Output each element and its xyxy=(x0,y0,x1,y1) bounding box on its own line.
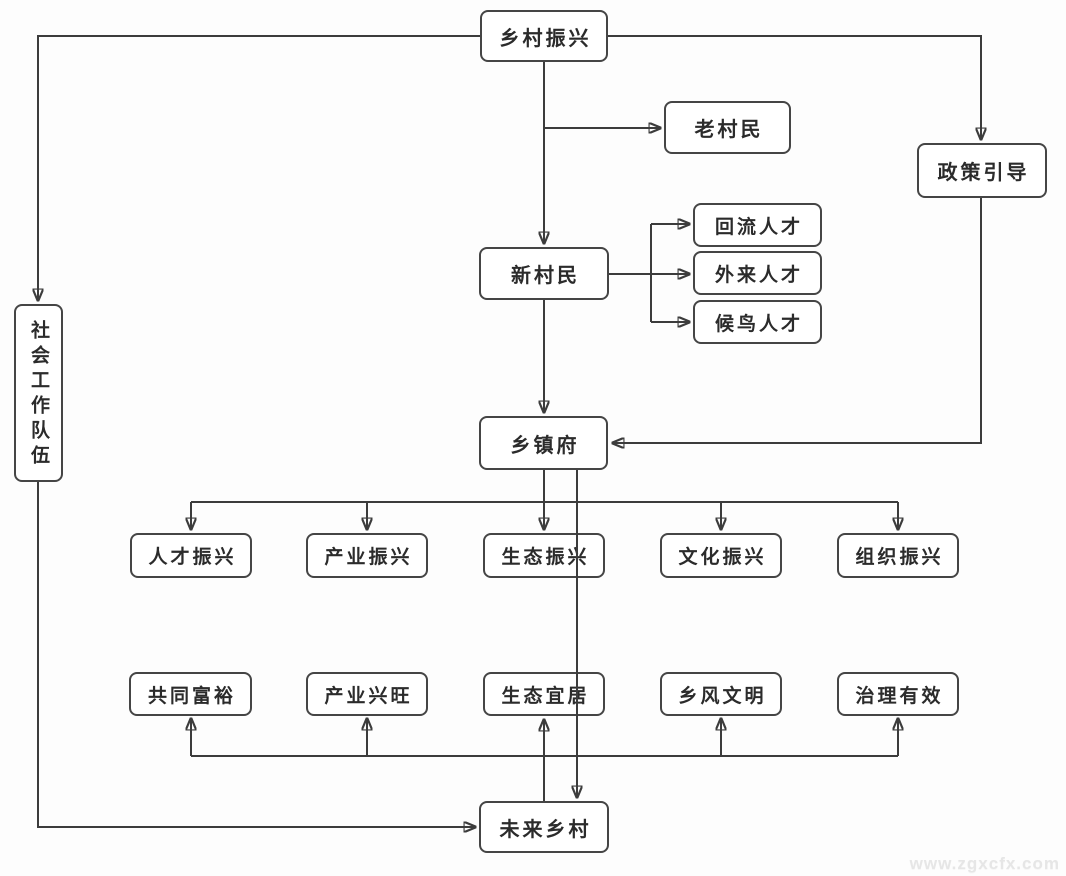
node-policy-guidance: 政策引导 xyxy=(917,143,1047,198)
node-old-villagers: 老村民 xyxy=(664,101,791,154)
node-external-talent: 外来人才 xyxy=(693,251,822,295)
node-industry-revitalization: 产业振兴 xyxy=(306,533,428,578)
node-returning-talent: 回流人才 xyxy=(693,203,822,247)
node-talent-revitalization: 人才振兴 xyxy=(130,533,252,578)
node-ecological-livability: 生态宜居 xyxy=(483,672,605,716)
node-new-villagers: 新村民 xyxy=(479,247,609,300)
node-migratory-talent: 候鸟人才 xyxy=(693,300,822,344)
edge-revitalization-to-socialwork xyxy=(38,35,480,301)
node-common-prosperity: 共同富裕 xyxy=(129,672,252,716)
node-rural-revitalization: 乡村振兴 xyxy=(480,10,608,62)
node-rural-civility: 乡风文明 xyxy=(660,672,782,716)
node-social-work-team: 社会工作队伍 xyxy=(14,304,63,482)
node-township-government: 乡镇府 xyxy=(479,416,608,470)
node-effective-governance: 治理有效 xyxy=(837,672,959,716)
node-future-village: 未来乡村 xyxy=(479,801,609,853)
watermark-text: www.zgxcfx.com xyxy=(909,854,1060,873)
node-ecology-revitalization: 生态振兴 xyxy=(483,533,605,578)
node-thriving-industry: 产业兴旺 xyxy=(306,672,428,716)
node-organization-revitalization: 组织振兴 xyxy=(837,533,959,578)
node-culture-revitalization: 文化振兴 xyxy=(660,533,782,578)
